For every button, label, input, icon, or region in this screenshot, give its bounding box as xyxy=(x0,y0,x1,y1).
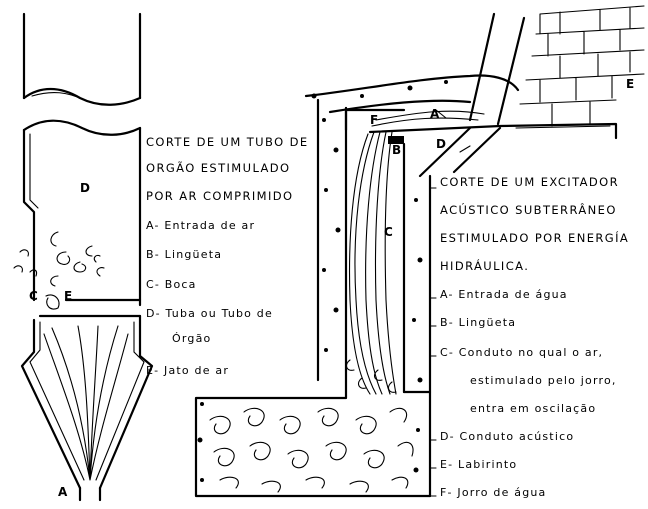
exciter-legend-B: B- Lingüeta xyxy=(440,316,516,329)
exciter-label-A: A xyxy=(430,107,440,121)
exciter-text: CORTE DE UM EXCITADOR ACÚSTICO SUBTERRÂN… xyxy=(440,175,629,499)
pipe-left-inner xyxy=(29,133,39,209)
exciter-legend-C-cont-1: estimulado pelo jorro, xyxy=(470,374,617,387)
organ-caption-line-2: ORGÃO ESTIMULADO xyxy=(146,160,291,175)
exciter-caption-line-4: HIDRÁULICA. xyxy=(440,258,529,273)
brick-wall xyxy=(515,5,645,129)
mouth-swirl xyxy=(45,294,60,310)
pipe-foot-left xyxy=(20,318,82,490)
pipe-foot-right xyxy=(98,314,154,490)
organ-legend-D-cont: Órgão xyxy=(172,332,211,345)
organ-legend-A: A- Entrada de ar xyxy=(146,219,255,232)
exciter-legend-F: F- Jorro de água xyxy=(440,486,547,499)
exciter-label-D: D xyxy=(436,137,446,151)
organ-caption-line-3: POR AR COMPRIMIDO xyxy=(146,189,294,203)
labyrinth-boundary xyxy=(194,368,432,498)
exciter-legend-E: E- Labirinto xyxy=(440,458,517,471)
acoustic-duct xyxy=(418,126,502,178)
cavity-left-wall xyxy=(316,98,348,382)
jet-splash xyxy=(345,359,397,393)
air-swirls xyxy=(13,231,105,287)
pipe-foot-left-inner xyxy=(29,321,85,481)
pipe-label-E: E xyxy=(64,289,72,303)
exciter-legend-D: D- Conduto acústico xyxy=(440,430,574,443)
exciter-caption-line-1: CORTE DE UM EXCITADOR xyxy=(440,175,619,189)
labyrinth-swirls xyxy=(209,407,414,493)
organ-caption-line-1: CORTE DE UM TUBO DE xyxy=(146,135,309,149)
organ-pipe-drawing: D C E A xyxy=(13,12,154,502)
reed-block xyxy=(388,136,404,144)
pipe-label-D: D xyxy=(80,181,90,195)
organ-legend-B: B- Lingüeta xyxy=(146,248,222,261)
exciter-legend-A: A- Entrada de água xyxy=(440,288,568,301)
exciter-caption-line-2: ACÚSTICO SUBTERRÂNEO xyxy=(440,202,617,217)
exciter-legend-C-cont-2: entra em oscilação xyxy=(470,402,596,415)
pipe-label-C: C xyxy=(29,289,38,303)
pipe-left-wall xyxy=(22,128,36,302)
water-inflow-lines xyxy=(371,110,485,127)
ground-surface xyxy=(304,74,520,98)
water-jet xyxy=(348,131,397,395)
leader-lines xyxy=(435,109,471,153)
cavity-ceiling xyxy=(344,106,406,132)
organ-legend-D: D- Tuba ou Tubo de xyxy=(146,307,273,320)
exciter-legend-C: C- Conduto no qual o ar, xyxy=(440,346,603,359)
ceiling-beam xyxy=(368,122,618,140)
air-shaft xyxy=(468,12,526,126)
exciter-caption-line-3: ESTIMULADO POR ENERGÍA xyxy=(440,230,629,245)
upper-pipe-walls xyxy=(22,12,142,100)
pipe-air-inlet xyxy=(78,486,102,502)
pipe-foot-right-inner xyxy=(95,321,145,481)
exciter-drawing: E xyxy=(194,5,645,498)
organ-pipe-text: CORTE DE UM TUBO DE ORGÃO ESTIMULADO POR… xyxy=(146,135,309,377)
organ-legend-C: C- Boca xyxy=(146,278,197,291)
exciter-label-F: F xyxy=(370,113,378,127)
exciter-label-E: E xyxy=(626,77,634,91)
legend-ticks xyxy=(429,187,437,497)
rock-texture xyxy=(197,80,448,482)
exciter-label-B: B xyxy=(392,143,401,157)
organ-legend-E: E- Jato de ar xyxy=(146,364,229,377)
pipe-label-A: A xyxy=(58,485,68,499)
exciter-label-C: C xyxy=(384,225,393,239)
pipe-top-break xyxy=(22,119,142,136)
upper-pipe-break xyxy=(22,87,142,106)
upper-pipe-break-inner xyxy=(31,91,85,101)
air-jet-streaks xyxy=(43,325,129,481)
